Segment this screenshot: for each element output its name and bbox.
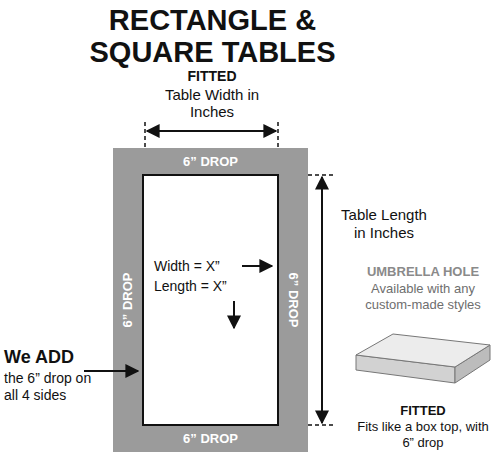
table-top: Width = X” Length = X” — [143, 175, 278, 425]
width-dimension-arrow — [147, 130, 276, 132]
dimension-tick — [308, 424, 334, 426]
subtitle: FITTED — [162, 68, 262, 85]
dimension-label: Table Length in Inches — [334, 206, 434, 242]
dimension-formula: Length = X” — [154, 278, 274, 295]
dimension-tick — [308, 174, 334, 176]
dimension-label: Table Width in Inches — [152, 86, 272, 120]
drop-label: 6” DROP — [285, 250, 301, 350]
drop-label: 6” DROP — [113, 431, 308, 447]
title: RECTANGLE & SQUARE TABLES — [80, 4, 345, 68]
feature-note: Available with any custom-made styles — [352, 281, 494, 313]
table-top — [143, 175, 278, 425]
length-dimension-arrow — [321, 177, 323, 423]
callout-heading: We ADD — [4, 347, 104, 368]
drop-label: 6” DROP — [120, 250, 136, 350]
width-pointer-arrow — [242, 265, 272, 267]
drop-band — [113, 148, 308, 452]
box-top — [356, 334, 490, 367]
drop-band: 6” DROP 6” DROP 6” DROP 6” DROP Width = X” Le… — [113, 148, 308, 452]
callout-note: the 6” drop on all 4 sides — [4, 370, 92, 404]
dimension-tick — [277, 122, 279, 148]
dimension-formula: Width = X” — [154, 258, 274, 275]
length-pointer-arrow — [233, 301, 235, 328]
style-note: Fits like a box top, with 6” drop — [357, 419, 489, 451]
style-heading: FITTED — [352, 403, 494, 419]
drop-pointer-arrow — [84, 370, 138, 372]
feature-heading: UMBRELLA HOLE — [350, 264, 496, 280]
drop-label: 6” DROP — [113, 154, 308, 170]
fitted-box-icon — [356, 334, 490, 383]
dimension-tick — [144, 122, 146, 148]
